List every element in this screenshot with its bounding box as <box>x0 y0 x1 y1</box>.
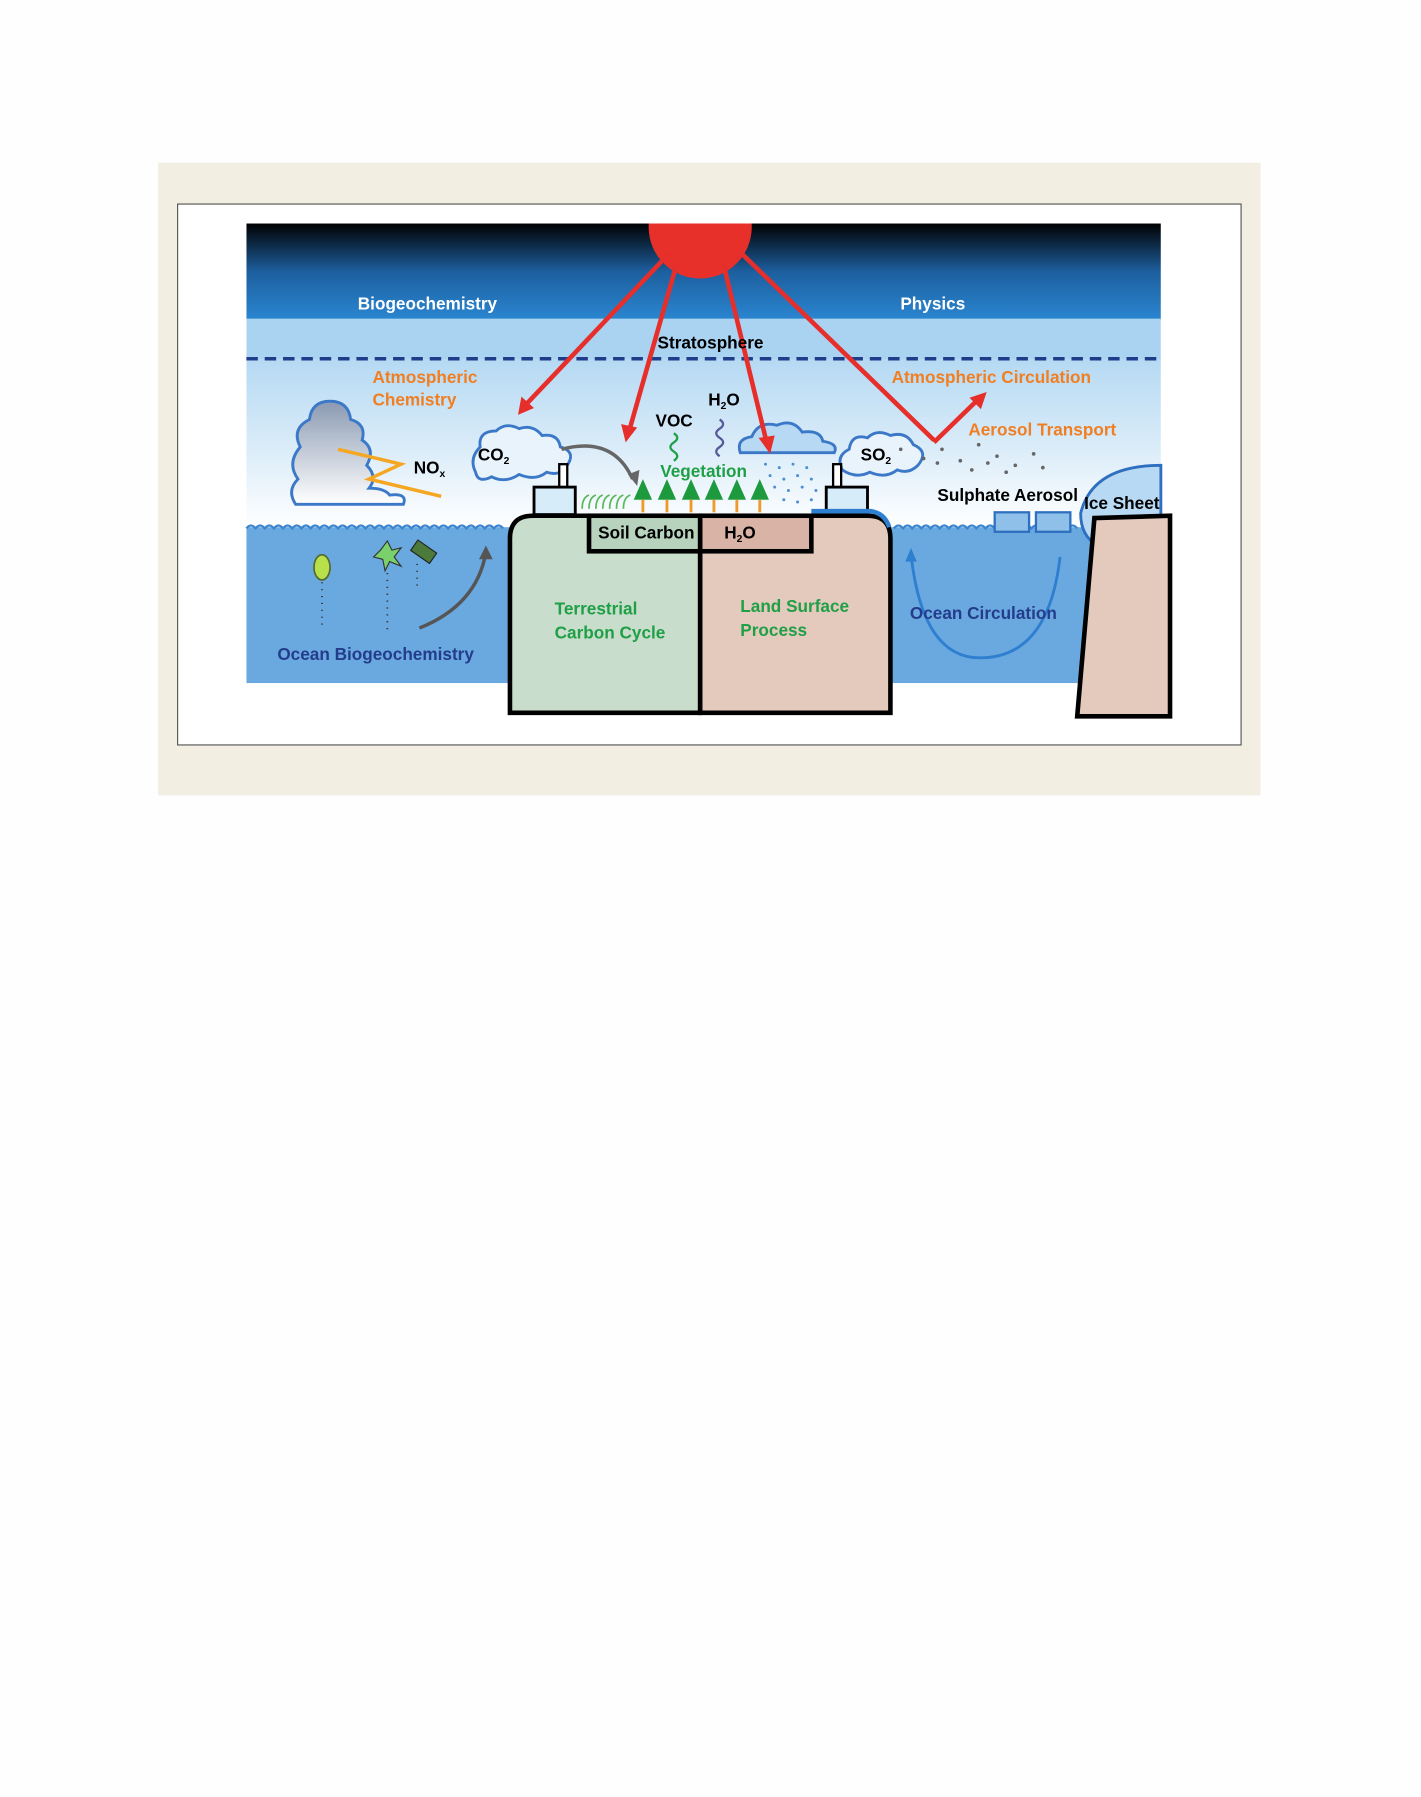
label-vegetation: Vegetation <box>660 461 747 481</box>
ocean-circulation-arrowhead <box>905 547 917 562</box>
label-so2: SO2 <box>861 445 892 467</box>
label-terrestrial-carbon-cycle-1: Terrestrial <box>555 598 638 618</box>
label-aerosol-transport: Aerosol Transport <box>968 420 1116 440</box>
ocean-life-icons <box>313 539 438 633</box>
vegetation-trees-icon <box>633 479 769 513</box>
ice-sheet-block <box>1074 513 1173 719</box>
co2-uptake-arrowhead <box>627 469 640 486</box>
runoff-stream <box>811 508 892 529</box>
chimney-right <box>824 463 869 514</box>
soil-carbon-box <box>586 513 703 554</box>
label-terrestrial-carbon-cycle-2: Carbon Cycle <box>555 622 666 642</box>
stratosphere-band <box>246 318 1161 360</box>
water-vapor-icon <box>715 418 725 458</box>
label-physics: Physics <box>900 293 965 313</box>
rain-drops <box>764 462 818 504</box>
ocean-circulation-arrow <box>909 554 1062 660</box>
label-atmospheric-chemistry-2: Chemistry <box>372 390 456 410</box>
ocean-carbon-arrowhead <box>479 545 493 560</box>
sea-ice-block <box>1034 511 1072 533</box>
label-biogeochemistry: Biogeochemistry <box>358 293 498 313</box>
label-co2: CO2 <box>478 445 510 467</box>
label-soil-carbon: Soil Carbon <box>598 523 694 543</box>
label-land-surface-process-1: Land Surface <box>740 596 849 616</box>
aerosol-particles <box>898 442 1045 475</box>
label-atmospheric-chemistry-1: Atmospheric <box>372 367 477 387</box>
label-voc: VOC <box>655 410 692 430</box>
co2-cloud-icon <box>471 424 573 482</box>
label-soil-h2o: H2O <box>724 523 756 545</box>
label-sulphate-aerosol: Sulphate Aerosol <box>937 485 1078 505</box>
label-stratosphere: Stratosphere <box>658 332 764 352</box>
soil-water-box <box>697 513 814 554</box>
label-nox: NOx <box>414 457 446 479</box>
label-h2o-vapor: H2O <box>708 390 740 412</box>
solar-radiation-arrows <box>517 250 987 454</box>
voc-emission-icon <box>669 432 679 462</box>
label-ocean-biogeochemistry: Ocean Biogeochemistry <box>277 644 474 664</box>
sea-ice-block <box>993 511 1031 533</box>
label-atmospheric-circulation: Atmospheric Circulation <box>892 367 1091 387</box>
co2-uptake-arrow <box>561 444 635 480</box>
grass-icon <box>581 494 631 509</box>
label-ice-sheet: Ice Sheet <box>1084 493 1160 513</box>
label-ocean-circulation: Ocean Circulation <box>910 603 1057 623</box>
label-land-surface-process-2: Process <box>740 620 807 640</box>
chimney-left <box>532 463 577 517</box>
ocean-carbon-arrow <box>418 552 488 630</box>
so2-cloud-icon <box>838 431 925 477</box>
lightning-icon <box>337 447 442 498</box>
land-block <box>507 508 893 716</box>
